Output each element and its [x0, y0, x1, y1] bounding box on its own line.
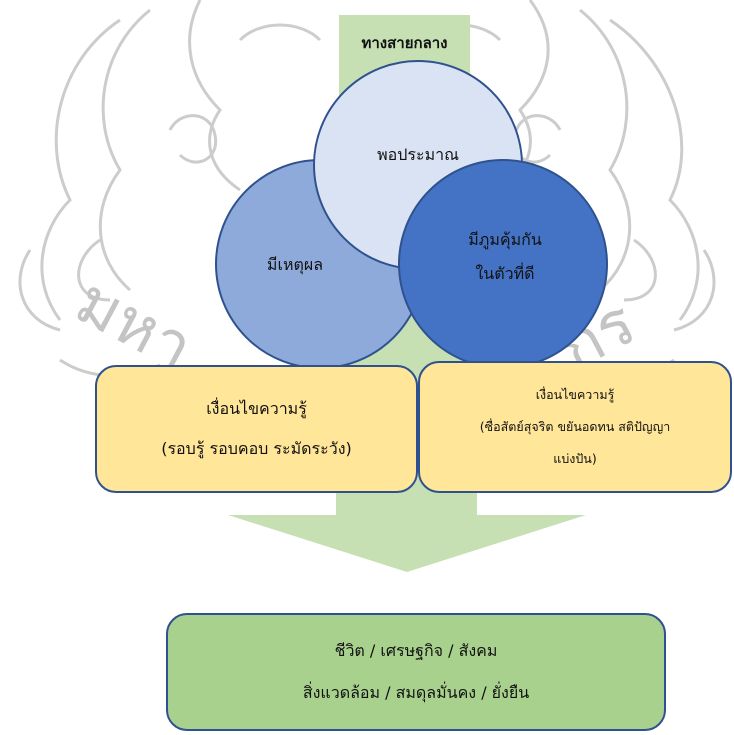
moderation-text: พอประมาณ	[377, 144, 459, 164]
outcome-label: ชีวิต / เศรษฐกิจ / สังคม สิ่งแวดล้อม / ส…	[167, 630, 665, 714]
knowledge-condition-title: เงื่อนไขความรู้	[206, 399, 307, 418]
condition-box-morality	[418, 361, 732, 493]
outcome-text-line2: สิ่งแวดล้อม / สมดุลมั่นคง / ยั่งยืน	[302, 683, 530, 702]
condition-box-knowledge	[95, 365, 418, 493]
moderation-label: พอประมาณ	[330, 140, 506, 170]
morality-condition-line2: (ซื่อสัตย์สุจริต ขยันอดทน สติปัญญา	[479, 419, 671, 434]
morality-condition-title: เงื่อนไขความรู้	[535, 387, 615, 402]
immunity-label: มีภูมคุ้มกัน ในตัวที่ดี	[420, 222, 590, 292]
middle-path-label: ทางสายกลาง	[339, 30, 470, 56]
down-arrow	[228, 470, 586, 572]
outcome-text-line1: ชีวิต / เศรษฐกิจ / สังคม	[334, 641, 498, 660]
reasonableness-label: มีเหตุผล	[230, 250, 360, 280]
immunity-text-line2: ในตัวที่ดี	[475, 264, 535, 283]
reasonableness-text: มีเหตุผล	[266, 254, 324, 274]
morality-condition-line3: แบ่งปัน)	[553, 451, 597, 466]
morality-condition-label: เงื่อนไขความรู้ (ซื่อสัตย์สุจริต ขยันอดท…	[419, 374, 731, 480]
immunity-text-line1: มีภูมคุ้มกัน	[468, 230, 542, 249]
knowledge-condition-detail: (รอบรู้ รอบคอบ ระมัดระวัง)	[161, 439, 352, 458]
knowledge-condition-label: เงื่อนไขความรู้ (รอบรู้ รอบคอบ ระมัดระวั…	[96, 376, 417, 482]
middle-path-text: ทางสายกลาง	[361, 34, 448, 52]
outcome-box	[166, 613, 666, 731]
